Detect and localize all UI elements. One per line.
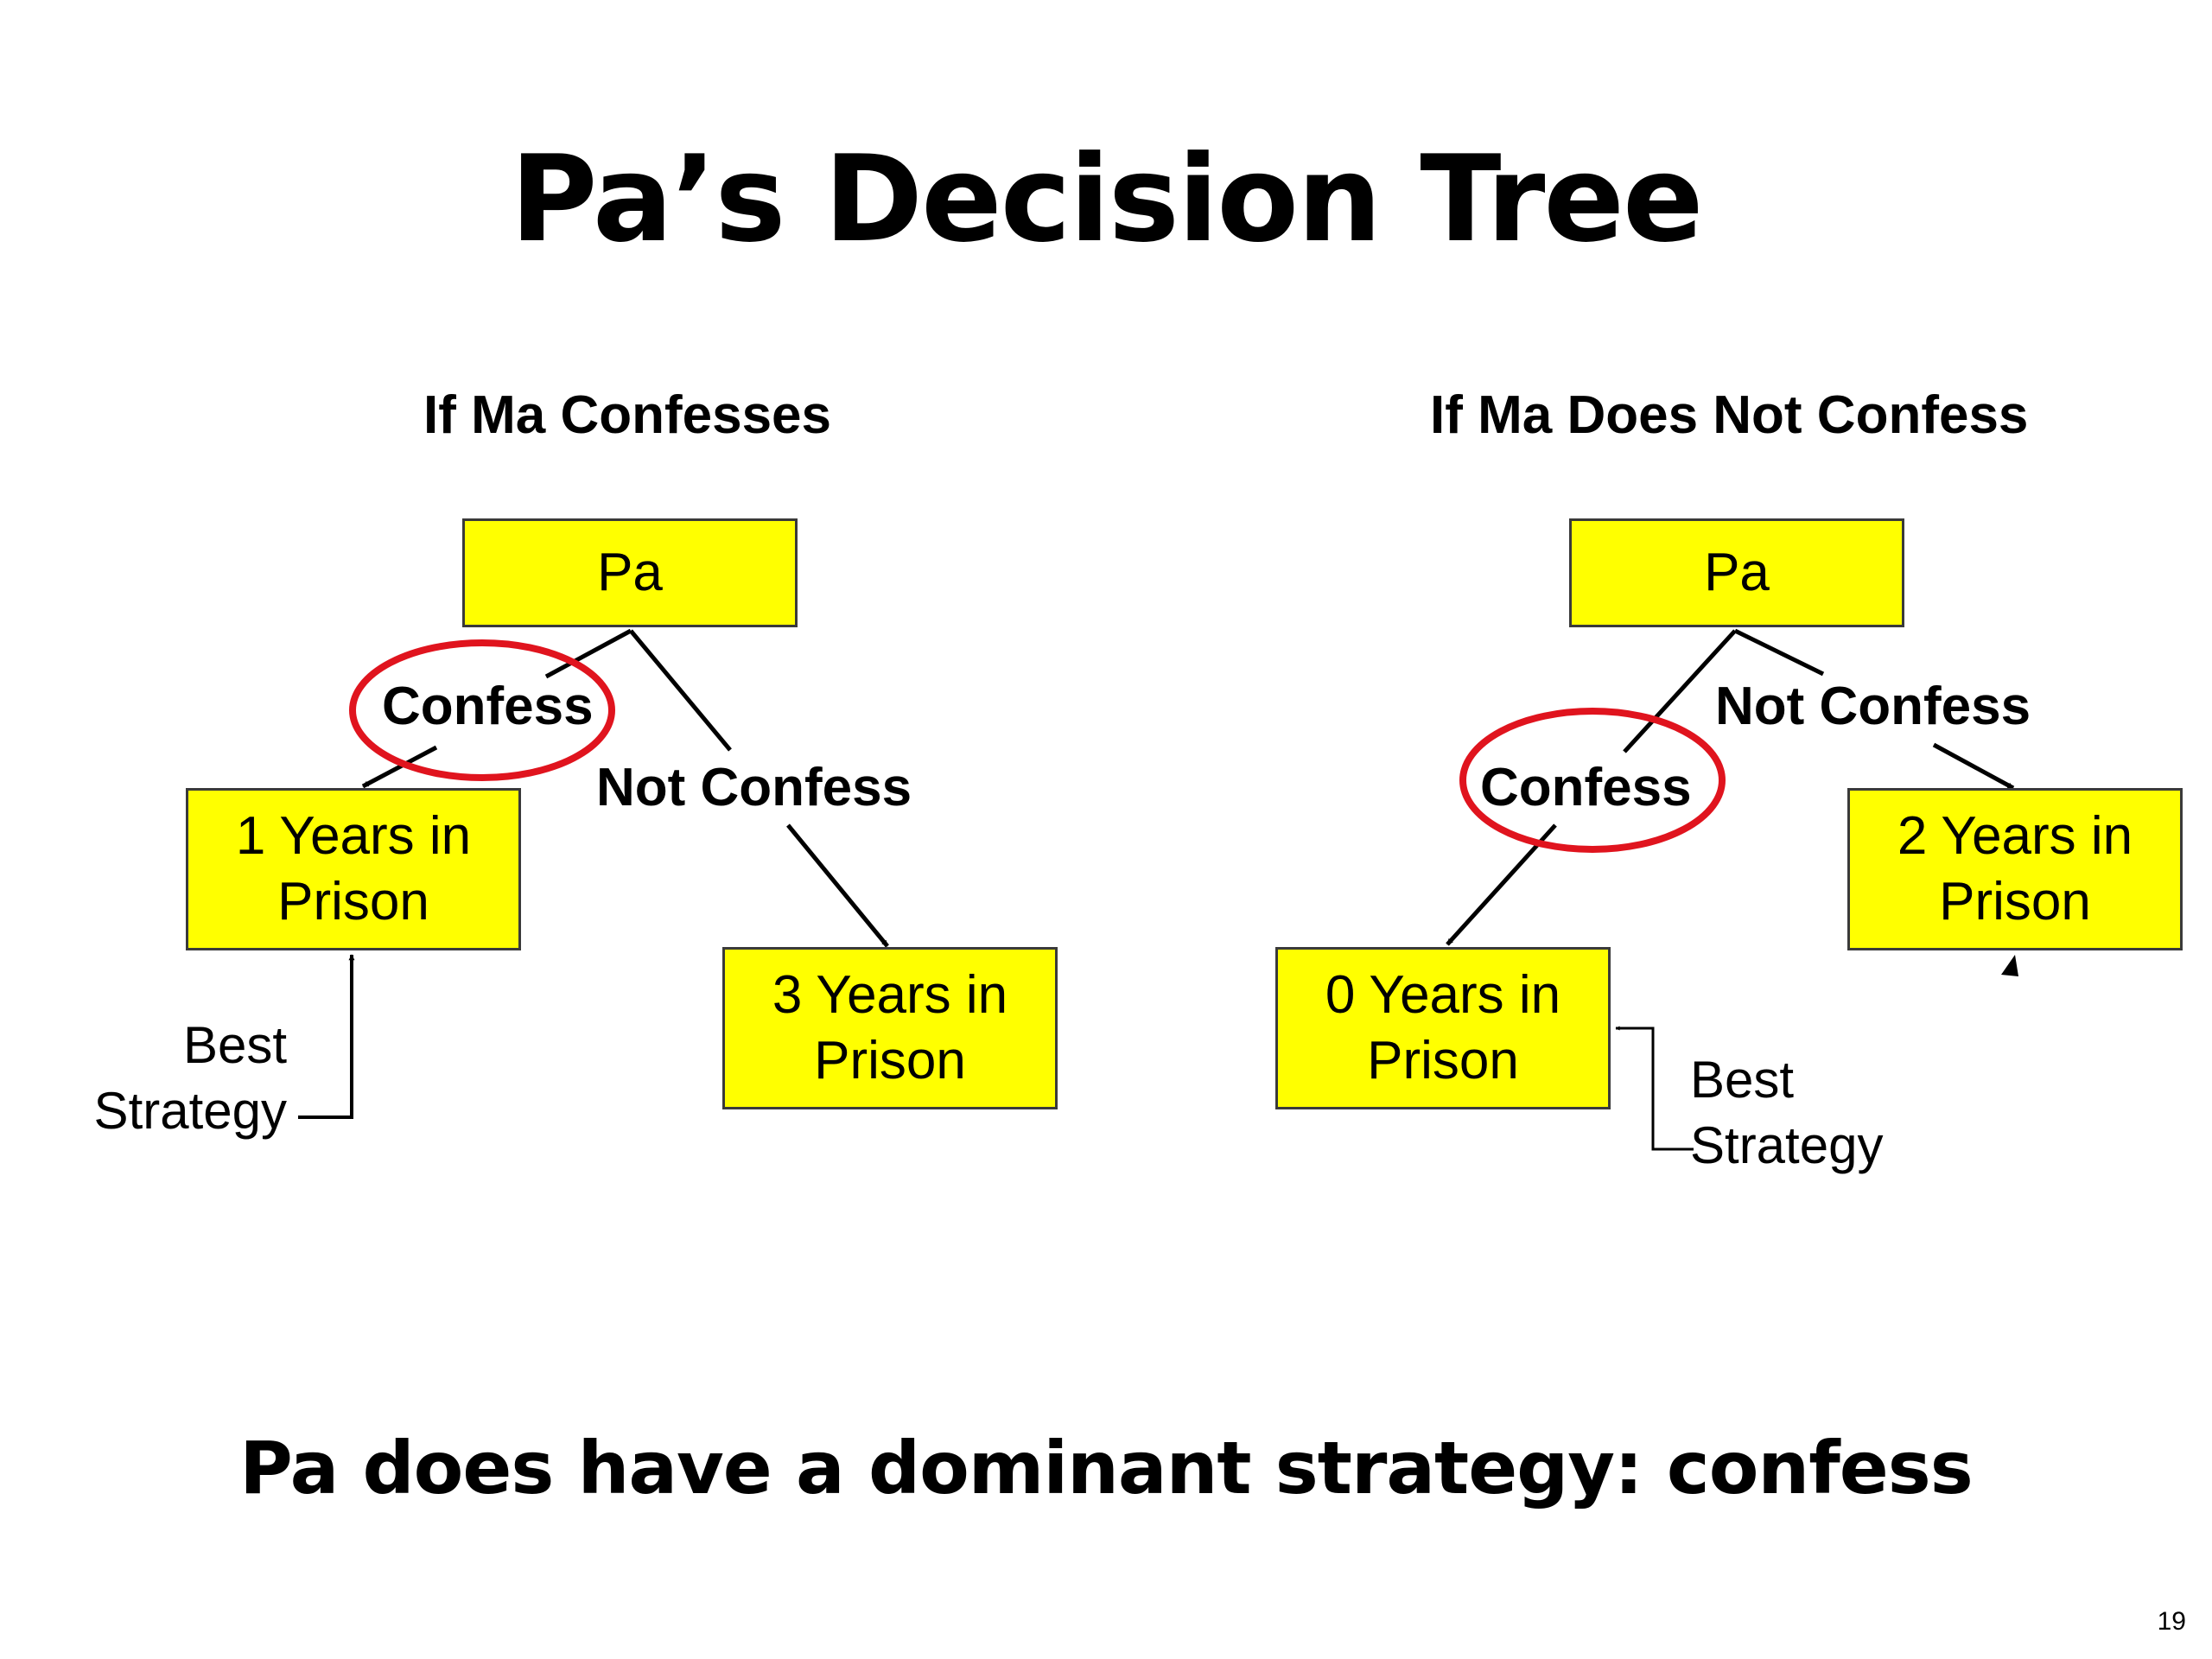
right-best-strategy-note: Best Strategy <box>1690 1047 1883 1179</box>
left-tree-heading: If Ma Confesses <box>423 385 832 445</box>
page-number: 19 <box>2157 1607 2186 1636</box>
right-small-arrowhead <box>2001 955 2018 976</box>
left-confess-edge-upper <box>544 628 632 679</box>
conclusion-text: Pa does have a dominant strategy: confes… <box>239 1426 1973 1510</box>
left-best-strategy-text: Best Strategy <box>93 1016 287 1140</box>
left-not-confess-outcome-label: 3 Years in Prison <box>772 965 1008 1090</box>
right-tree-heading: If Ma Does Not Confess <box>1430 385 2029 445</box>
right-root-node: Pa <box>1569 518 1904 627</box>
right-best-strategy-text: Best Strategy <box>1690 1051 1884 1174</box>
right-confess-outcome-label: 0 Years in Prison <box>1325 965 1561 1090</box>
left-root-node: Pa <box>462 518 798 627</box>
left-confess-highlight-circle <box>349 639 615 781</box>
right-best-strategy-arrow <box>1615 1026 1694 1151</box>
left-not-confess-outcome-node: 3 Years in Prison <box>722 947 1058 1109</box>
slide-title: Pa’s Decision Tree <box>510 130 1703 269</box>
left-confess-edge-lower <box>361 745 438 789</box>
right-not-confess-outcome-node: 2 Years in Prison <box>1847 788 2183 950</box>
left-confess-outcome-node: 1 Years in Prison <box>186 788 521 950</box>
left-not-confess-edge-lower <box>786 823 889 948</box>
right-confess-edge-upper <box>1623 629 1737 753</box>
right-root-label: Pa <box>1704 543 1770 602</box>
left-best-strategy-arrow <box>298 954 355 1119</box>
right-confess-label: Confess <box>1480 758 1692 817</box>
left-confess-outcome-label: 1 Years in Prison <box>235 806 472 931</box>
left-root-label: Pa <box>597 543 663 602</box>
left-not-confess-edge-upper <box>629 629 732 752</box>
right-not-confess-edge-upper <box>1733 628 1825 677</box>
right-not-confess-edge-lower <box>1932 742 2015 791</box>
right-not-confess-outcome-label: 2 Years in Prison <box>1897 806 2133 931</box>
right-not-confess-label: Not Confess <box>1715 677 2031 736</box>
left-best-strategy-note: Best Strategy <box>78 1013 287 1144</box>
left-not-confess-label: Not Confess <box>596 758 912 817</box>
right-confess-outcome-node: 0 Years in Prison <box>1275 947 1611 1109</box>
right-confess-highlight-circle <box>1459 708 1726 853</box>
left-confess-label: Confess <box>382 677 594 736</box>
